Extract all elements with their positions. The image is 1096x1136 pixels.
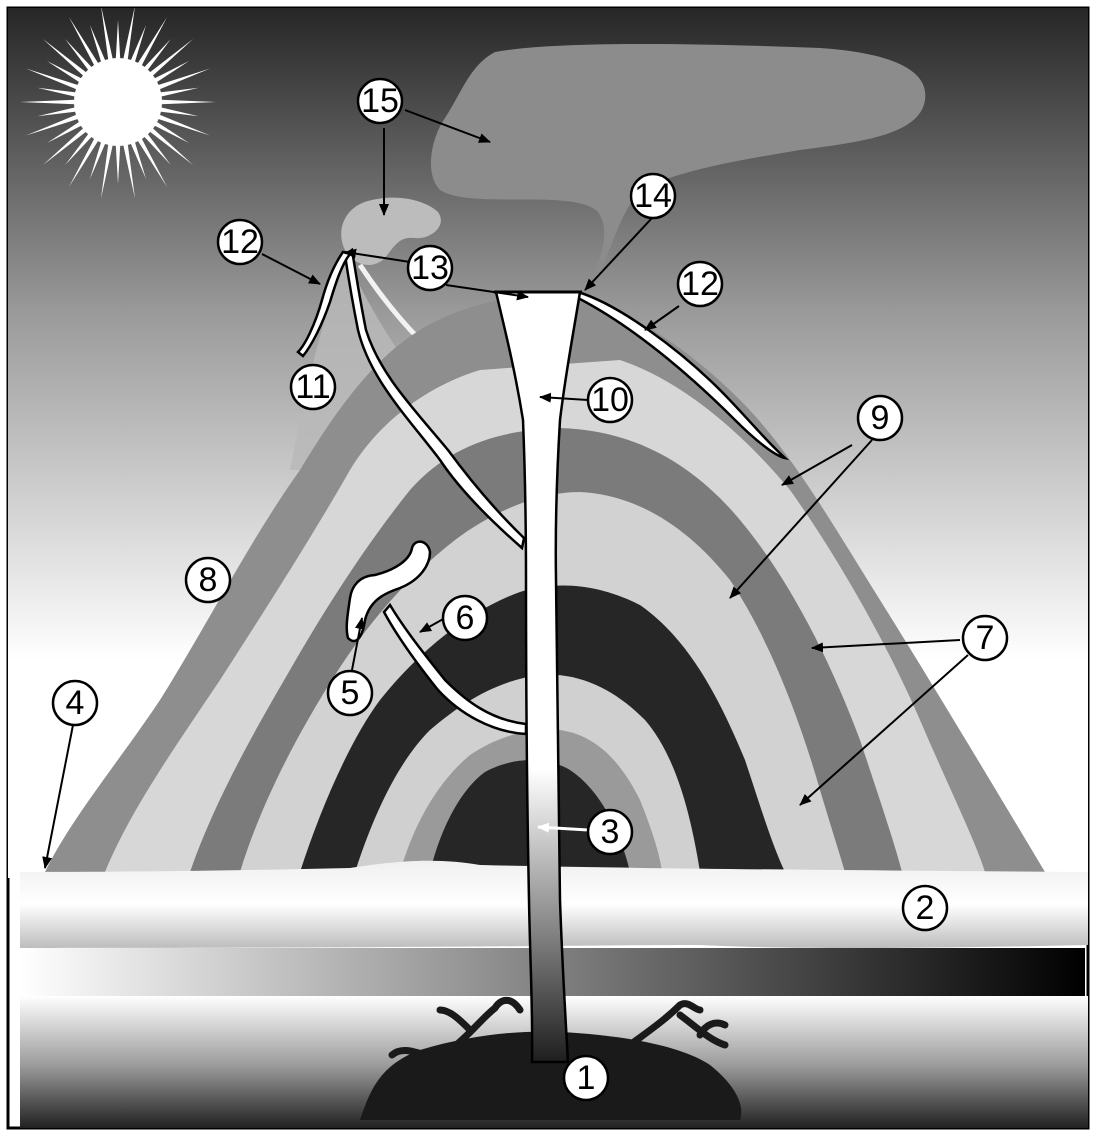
callout-8: 8: [186, 558, 230, 602]
callout-11: 11: [291, 365, 335, 409]
callout-3: 3: [588, 810, 632, 854]
callout-4-label: 4: [66, 684, 85, 722]
callout-12b: 12: [678, 262, 722, 306]
callout-14-label: 14: [634, 177, 672, 215]
callout-7-label: 7: [976, 619, 995, 657]
callout-3-label: 3: [601, 813, 620, 851]
callout-6: 6: [443, 596, 487, 640]
callout-1-label: 1: [577, 1059, 596, 1097]
callout-9: 9: [858, 396, 902, 440]
callout-5-label: 5: [341, 674, 360, 712]
callout-15-label: 15: [361, 82, 399, 120]
callout-13: 13: [408, 246, 452, 290]
callout-7: 7: [963, 616, 1007, 660]
callout-12b-label: 12: [681, 265, 719, 303]
callout-1: 1: [564, 1056, 608, 1100]
callout-12a: 12: [218, 220, 262, 264]
callout-8-label: 8: [199, 561, 218, 599]
callout-5: 5: [328, 671, 372, 715]
callout-10: 10: [588, 378, 632, 422]
callout-10-label: 10: [591, 381, 629, 419]
callout-13-label: 13: [411, 249, 449, 287]
callout-12a-label: 12: [221, 223, 259, 261]
callout-2: 2: [903, 886, 947, 930]
callout-11-label: 11: [295, 368, 330, 406]
callout-2-label: 2: [916, 889, 935, 927]
callout-4: 4: [53, 681, 97, 725]
callout-15: 15: [358, 79, 402, 123]
callout-6-label: 6: [456, 599, 475, 637]
callout-9-label: 9: [871, 399, 890, 437]
callout-14: 14: [631, 174, 675, 218]
